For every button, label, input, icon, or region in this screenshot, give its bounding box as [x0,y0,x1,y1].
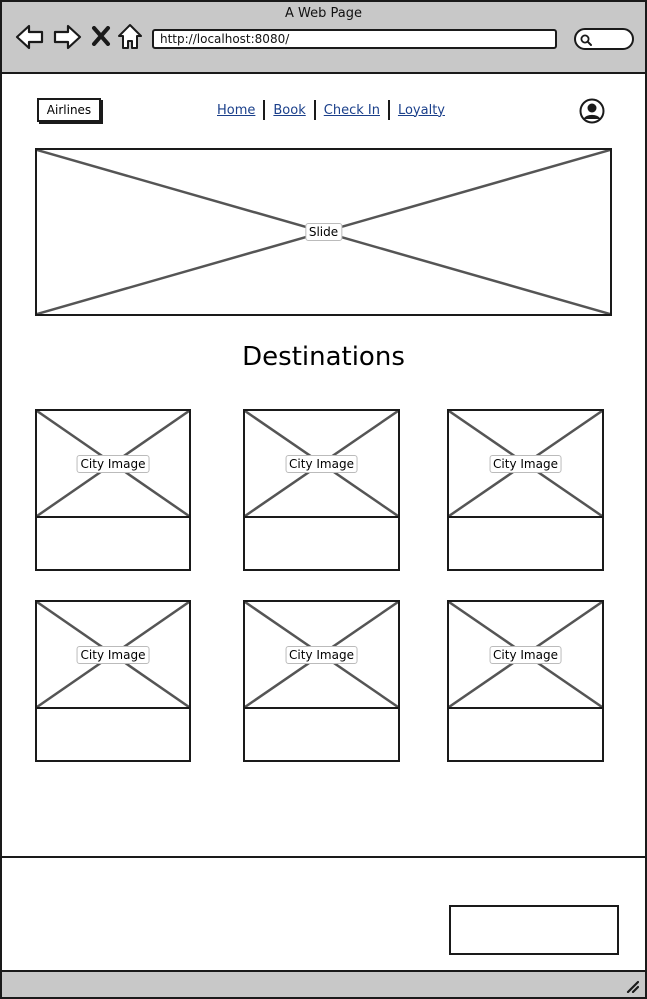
search-box[interactable] [574,28,634,50]
city-caption-box[interactable] [35,707,191,762]
hero-slide-label: Slide [304,223,343,241]
nav-home-link[interactable]: Home [217,102,256,118]
city-image-placeholder: City Image [35,409,191,518]
url-input[interactable]: http://localhost:8080/ [152,29,557,49]
resize-grip-icon[interactable] [625,979,639,993]
city-caption-box[interactable] [447,707,604,762]
city-image-placeholder: City Image [447,600,604,709]
city-image-label: City Image [285,454,358,473]
nav-separator [263,100,266,120]
city-image-label: City Image [76,645,150,664]
nav-loyalty-link[interactable]: Loyalty [397,102,445,118]
window-title: A Web Page [285,6,362,21]
city-image-label: City Image [76,454,150,473]
nav-separator [387,100,390,120]
search-icon [580,34,592,46]
nav-book-link[interactable]: Book [273,102,306,118]
city-caption-box[interactable] [35,516,191,571]
destinations-heading: Destinations [242,342,405,372]
city-image-placeholder: City Image [35,600,191,709]
user-avatar-icon[interactable] [579,98,605,124]
footer-box[interactable] [449,905,619,955]
city-caption-box[interactable] [447,516,604,571]
airlines-logo-button[interactable]: Airlines [37,98,101,122]
browser-statusbar [2,970,645,997]
close-x-icon[interactable] [91,26,111,46]
city-image-label: City Image [285,645,358,664]
city-image-label: City Image [489,645,562,664]
forward-arrow-icon[interactable] [52,24,82,50]
city-image-placeholder: City Image [447,409,604,518]
nav-check-in-link[interactable]: Check In [323,102,380,118]
home-icon[interactable] [117,23,143,51]
city-caption-box[interactable] [243,707,400,762]
city-image-placeholder: City Image [243,409,400,518]
main-nav: Home Book Check In Loyalty [212,100,450,120]
hero-slide-placeholder: Slide [35,148,612,316]
city-image-label: City Image [489,454,562,473]
back-arrow-icon[interactable] [15,24,45,50]
city-caption-box[interactable] [243,516,400,571]
city-image-placeholder: City Image [243,600,400,709]
nav-separator [313,100,316,120]
